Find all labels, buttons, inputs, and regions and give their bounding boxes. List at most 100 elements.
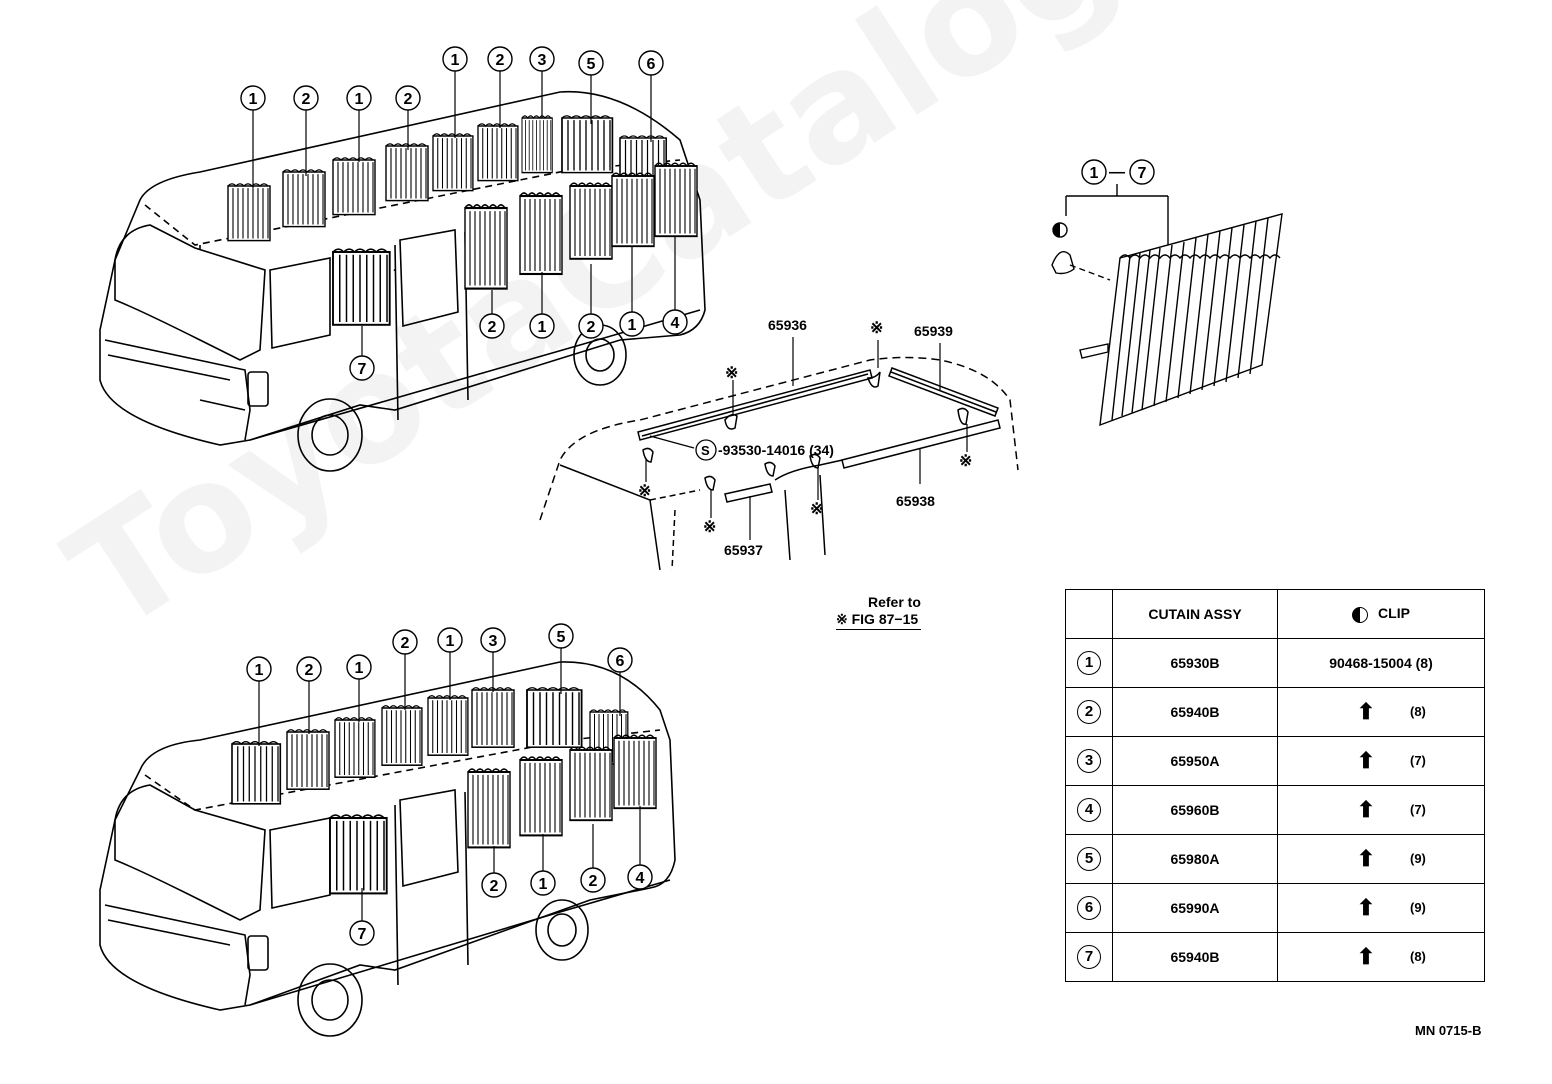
callout-text: 1 — [451, 52, 460, 69]
screw-part-number: -93530-14016 (34) — [718, 442, 834, 458]
callout-text: 4 — [671, 315, 680, 332]
callout-upper-top-2: 2 — [293, 85, 319, 111]
callout-lower-top-5: 1 — [437, 627, 463, 653]
callout-lower-low-1: 7 — [349, 920, 375, 946]
callout-text: 5 — [587, 56, 596, 73]
curtain-detail — [1051, 184, 1283, 427]
label-65937: 65937 — [724, 542, 763, 558]
callout-lower-low-4: 2 — [580, 867, 606, 893]
callout-text: 2 — [302, 91, 311, 108]
table-row: 7 65940B ⬆(8) — [1065, 932, 1485, 982]
curtain-detail-callouts: 1 — 7 — [1081, 159, 1155, 185]
callout-upper-low-3: 1 — [529, 313, 555, 339]
callout-lower-top-8: 6 — [607, 647, 633, 673]
range-to: 7 — [1138, 165, 1147, 182]
callout-text: 2 — [496, 52, 505, 69]
lower-van-leaders — [258, 648, 641, 922]
row-number: 4 — [1077, 798, 1101, 822]
callout-upper-top-7: 3 — [529, 46, 555, 72]
label-65938: 65938 — [896, 493, 935, 509]
lower-van-callouts: 1 2 1 2 1 3 5 6 7 2 1 2 4 — [246, 623, 653, 946]
header-blank — [1065, 589, 1113, 639]
upper-van-curtains — [227, 115, 698, 326]
callout-text: 1 — [446, 633, 455, 650]
callout-upper-top-6: 2 — [487, 46, 513, 72]
callout-upper-top-3: 1 — [346, 85, 372, 111]
callout-text: 2 — [589, 873, 598, 890]
lower-van-illustration — [99, 661, 676, 1037]
row-number: 6 — [1077, 896, 1101, 920]
row-qty: (9) — [1410, 850, 1426, 866]
callout-text: 2 — [401, 635, 410, 652]
callout-text: 3 — [489, 633, 498, 650]
callout-upper-top-8: 5 — [578, 50, 604, 76]
callout-text: 1 — [539, 876, 548, 893]
upper-van-leaders — [252, 70, 676, 358]
callout-text: 3 — [538, 52, 547, 69]
callout-text: 6 — [616, 653, 625, 670]
callout-upper-low-4: 2 — [578, 313, 604, 339]
callout-text: 1 — [628, 317, 637, 334]
parts-table: CUTAIN ASSY CLIP 1 65930B 90468-15004 (8… — [1065, 589, 1485, 982]
callout-upper-low-5: 1 — [619, 311, 645, 337]
callout-lower-top-6: 3 — [480, 627, 506, 653]
refer-line-1: Refer to — [868, 594, 921, 610]
table-row: 2 65940B ⬆(8) — [1065, 687, 1485, 737]
row-number: 2 — [1077, 700, 1101, 724]
row-part: 65940B — [1112, 932, 1278, 982]
row-part: 65980A — [1112, 834, 1278, 884]
row-part: 65960B — [1112, 785, 1278, 835]
row-qty: (9) — [1410, 899, 1426, 915]
upper-van-callouts: 1 2 1 2 1 2 3 5 6 7 2 1 2 1 4 — [240, 46, 688, 381]
same-as-above-arrow-icon: ⬆ — [1356, 895, 1376, 920]
callout-upper-top-4: 2 — [395, 85, 421, 111]
callout-upper-low-2: 2 — [479, 313, 505, 339]
table-row: 5 65980A ⬆(9) — [1065, 834, 1485, 884]
callout-text: 1 — [355, 660, 364, 677]
callout-lower-low-3: 1 — [530, 870, 556, 896]
callout-upper-top-5: 1 — [442, 46, 468, 72]
asterisk-mark: ※ — [959, 453, 972, 470]
callout-text: 1 — [538, 319, 547, 336]
table-header-row: CUTAIN ASSY CLIP — [1065, 589, 1485, 639]
row-qty: (7) — [1410, 801, 1426, 817]
row-clip: 90468-15004 (8) — [1277, 638, 1485, 688]
refer-note: Refer to ※ FIG 87−15 — [836, 594, 921, 630]
rail-labels: 65936 65939 65938 65937 S -93530-14016 (… — [638, 317, 972, 558]
figure-code: MN 0715-B — [1415, 1023, 1482, 1038]
row-part: 65950A — [1112, 736, 1278, 786]
callout-text: 2 — [404, 91, 413, 108]
callout-text: 2 — [305, 662, 314, 679]
callout-lower-top-2: 2 — [296, 656, 322, 682]
callout-lower-top-1: 1 — [246, 656, 272, 682]
refer-line-2: ※ FIG 87−15 — [836, 611, 921, 630]
table-row: 1 65930B 90468-15004 (8) — [1065, 638, 1485, 688]
callout-text: 1 — [355, 91, 364, 108]
range-from: 1 — [1090, 165, 1099, 182]
callout-text: 5 — [557, 629, 566, 646]
callout-text: 1 — [249, 91, 258, 108]
row-part: 65990A — [1112, 883, 1278, 933]
row-qty: (8) — [1410, 948, 1426, 964]
screw-symbol: S — [701, 443, 710, 458]
callout-upper-low-1: 7 — [349, 355, 375, 381]
callout-text: 2 — [490, 878, 499, 895]
same-as-above-arrow-icon: ⬆ — [1356, 699, 1376, 724]
asterisk-mark: ※ — [870, 320, 883, 337]
table-row: 3 65950A ⬆(7) — [1065, 736, 1485, 786]
callout-lower-low-2: 2 — [481, 872, 507, 898]
clip-symbol-icon — [1352, 606, 1369, 623]
callout-upper-top-1: 1 — [240, 85, 266, 111]
callout-lower-top-4: 2 — [392, 629, 418, 655]
row-number: 3 — [1077, 749, 1101, 773]
callout-text: 7 — [358, 361, 367, 378]
same-as-above-arrow-icon: ⬆ — [1356, 944, 1376, 969]
upper-van-illustration — [99, 90, 706, 472]
label-65936: 65936 — [768, 317, 807, 333]
callout-upper-low-6: 4 — [662, 309, 688, 335]
callout-lower-top-7: 5 — [548, 623, 574, 649]
row-qty: (8) — [1410, 703, 1426, 719]
same-as-above-arrow-icon: ⬆ — [1356, 846, 1376, 871]
callout-text: 4 — [636, 870, 645, 887]
